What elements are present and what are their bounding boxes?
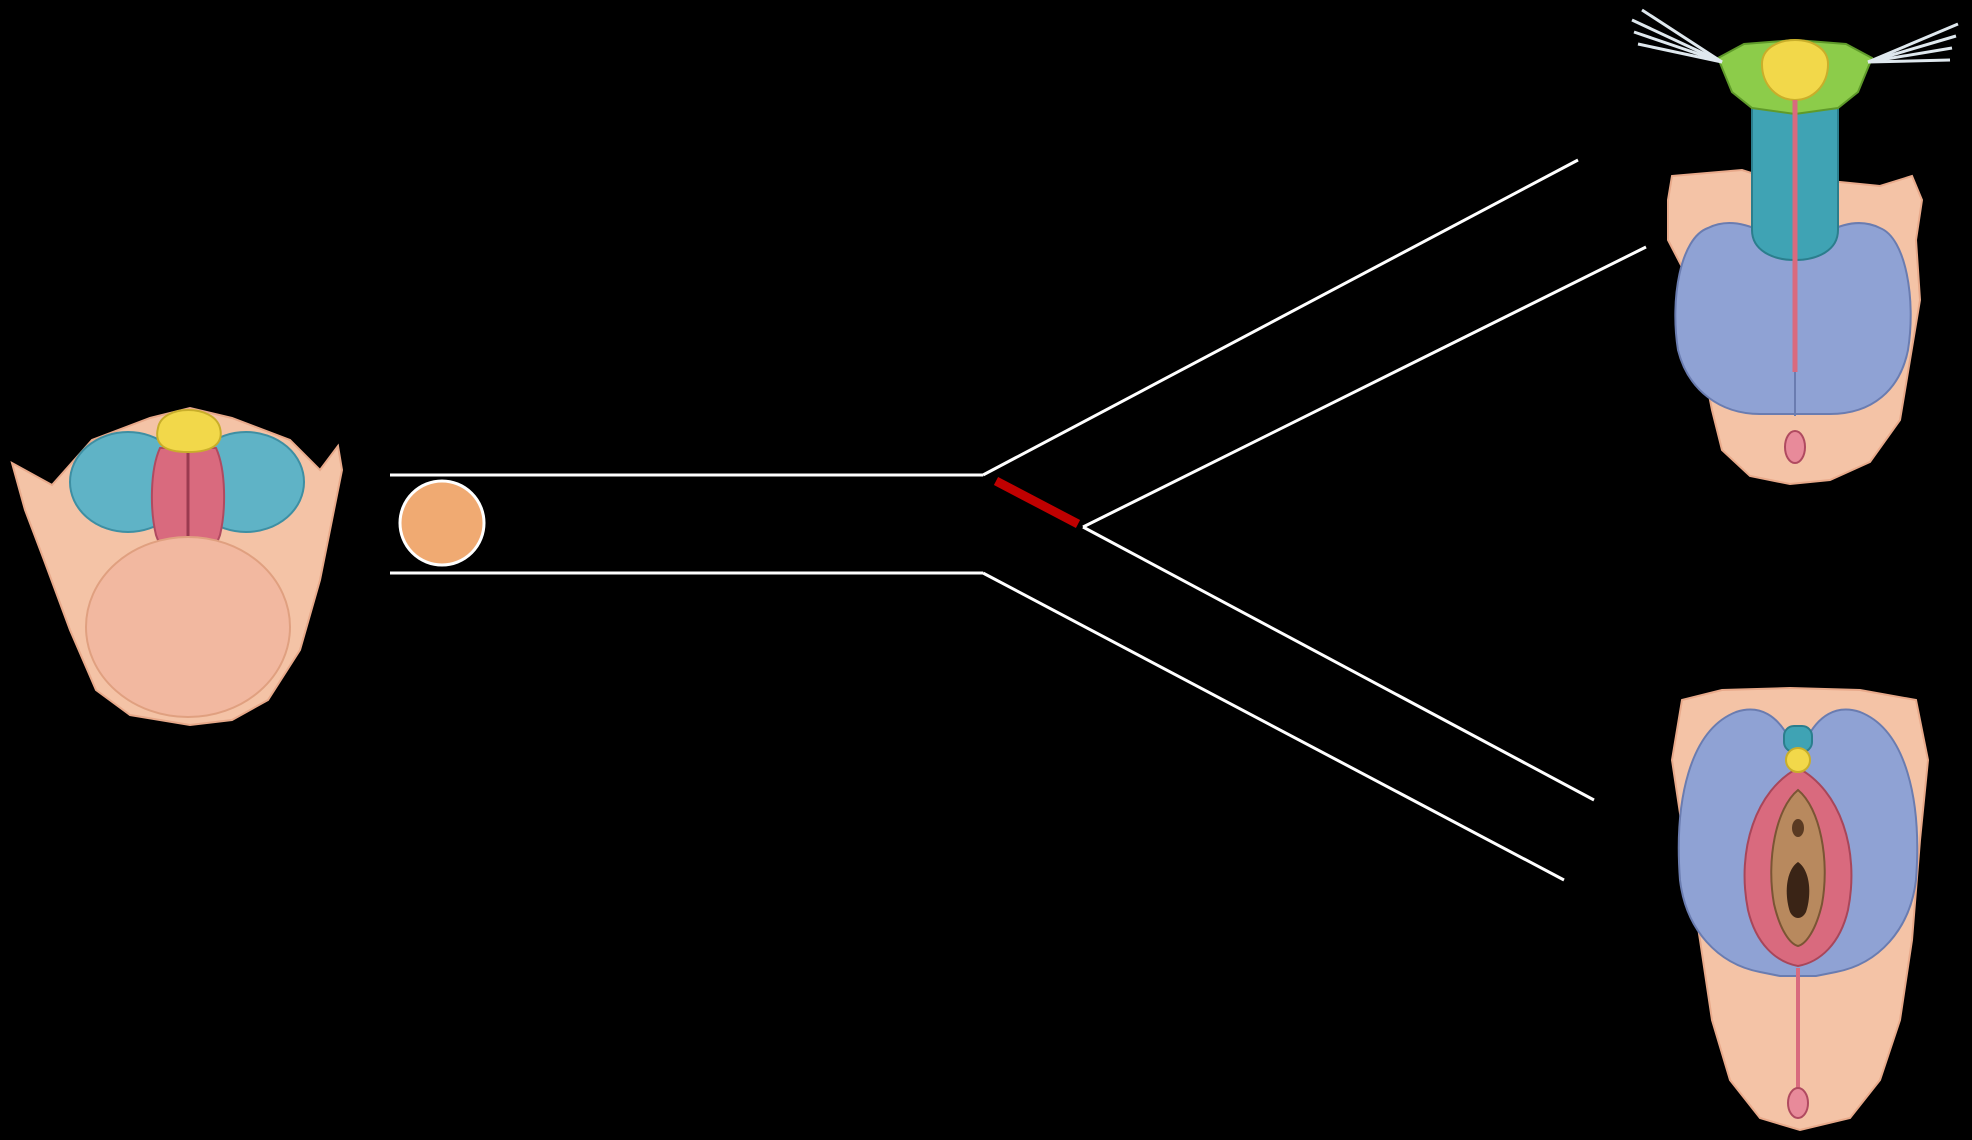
male-glans xyxy=(1762,40,1828,100)
indifferent-tail-disc xyxy=(86,537,290,717)
female-glans-clitoris xyxy=(1786,748,1810,772)
female-urethral-opening xyxy=(1792,819,1804,837)
start-node xyxy=(400,481,484,565)
female-anus xyxy=(1788,1088,1808,1118)
male-anus xyxy=(1785,431,1805,463)
indifferent-genital-tubercle xyxy=(157,410,221,452)
